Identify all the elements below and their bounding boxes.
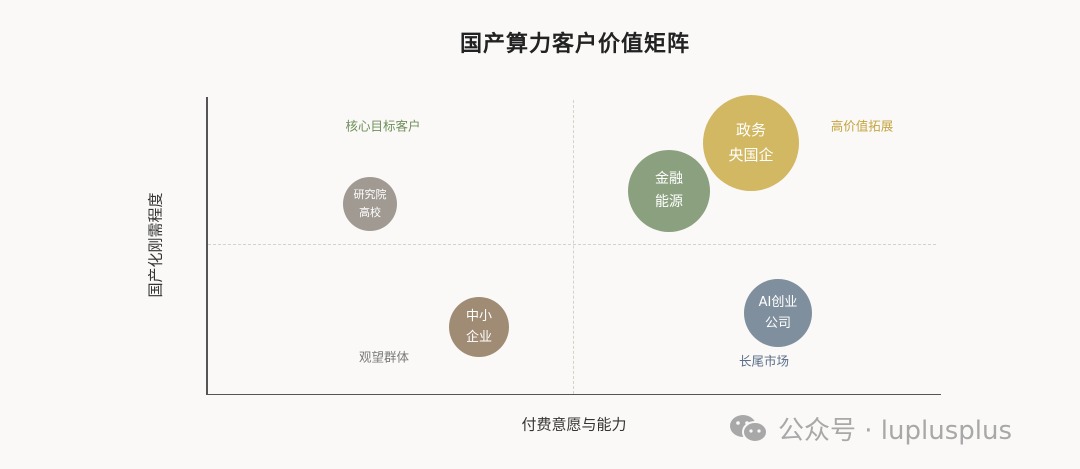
watermark-text: 公众号 · luplusplus (778, 416, 1013, 446)
chart-title: 国产算力客户价值矩阵 (459, 32, 690, 57)
bubble-smes: 中小 企业 (449, 297, 509, 357)
bubble-label: 能源 (655, 194, 683, 210)
bubble-label: 央国企 (728, 146, 774, 164)
bubble-label: 企业 (465, 330, 492, 345)
bubble-label: AI创业 (758, 294, 798, 310)
bubble-ai-startups: AI创业 公司 (744, 279, 812, 347)
vertical-divider (573, 100, 574, 394)
x-axis-label: 付费意愿与能力 (521, 415, 627, 434)
bubble-label: 中小 (465, 308, 492, 324)
bubble-label: 高校 (359, 206, 381, 219)
bubble-finance-energy: 金融 能源 (628, 150, 710, 232)
bubble-government-soe: 政务 央国企 (703, 95, 799, 191)
bubble-label: 研究院 (353, 187, 387, 201)
quadrant-label-top-right: 高价值拓展 (830, 118, 894, 134)
wechat-icon (730, 414, 768, 443)
x-axis-line (206, 393, 941, 395)
watermark: 公众号 · luplusplus (728, 410, 1012, 447)
bubble-label: 政务 (735, 121, 766, 140)
quadrant-label-bottom-left: 观望群体 (358, 349, 410, 365)
bubble-label: 金融 (655, 170, 683, 187)
horizontal-divider (208, 244, 936, 245)
quadrant-label-top-left: 核心目标客户 (345, 118, 421, 134)
bubble-research-universities: 研究院 高校 (343, 177, 397, 231)
bubble-label: 公司 (764, 316, 791, 331)
y-axis-label: 国产化刚需程度 (146, 192, 165, 298)
quadrant-label-bottom-right: 长尾市场 (738, 353, 790, 369)
y-axis-line (206, 97, 208, 395)
